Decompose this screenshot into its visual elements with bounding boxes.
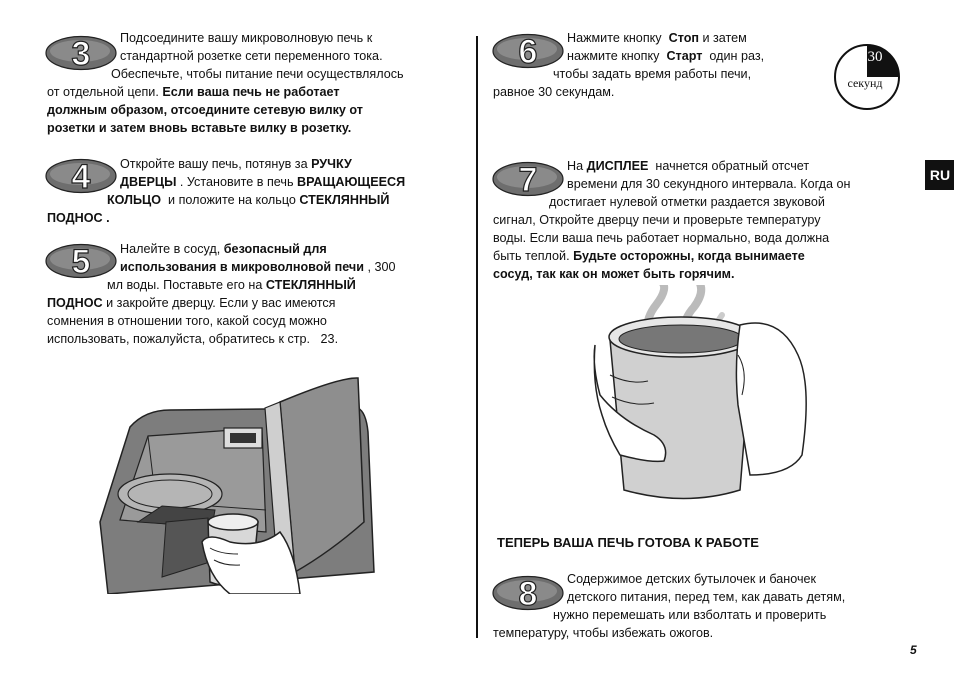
step-6-number: 6 [519, 33, 538, 69]
step-7-text-line: сигнал, Откройте дверцу печи и проверьте… [493, 213, 821, 227]
ready-heading: ТЕПЕРЬ ВАША ПЕЧЬ ГОТОВА К РАБОТЕ [497, 535, 759, 550]
timer-unit: секунд [848, 76, 883, 90]
step-4-text: Откройте вашу печь, потянув за [120, 157, 312, 171]
step-5-text-line: сомнения в отношении того, какой сосуд м… [47, 314, 327, 328]
step-8-text-line: детского питания, перед тем, как давать … [567, 590, 846, 604]
step-5-text: Налейте в сосуд, [120, 242, 224, 256]
step-4-text: . Установите в печь [176, 175, 298, 189]
step-7-warning: Будьте осторожны, когда вынимаете [573, 249, 805, 263]
step-6-text: Нажмите кнопку [567, 31, 669, 45]
step-7-warning-line: сосуд, так как он может быть горячим. [493, 267, 735, 281]
microwave-illustration [99, 377, 375, 594]
step-5-number: 5 [72, 243, 91, 279]
step-7-badge: 7 [491, 160, 565, 200]
step-3-text-line: Подсоедините вашу микроволновую печь к [120, 31, 373, 45]
timer-value: 30 [868, 49, 883, 65]
step-3-warning-line: должным образом, отсоедините сетевую вил… [47, 103, 363, 117]
step-4-text-line: ДВЕРЦЫ . Установите в печь ВРАЩАЮЩЕЕСЯ [120, 173, 405, 191]
step-6-text: и затем [699, 31, 747, 45]
timer-dial-icon: 30 секунд [834, 44, 900, 110]
step-6-text: нажмите кнопку [567, 49, 667, 63]
step-4-number: 4 [72, 158, 91, 194]
step-4-term: РУЧКУ [311, 157, 352, 171]
step-8-number: 8 [519, 575, 538, 611]
step-3-text-line: стандартной розетке сети переменного ток… [120, 49, 383, 63]
step-6-text-line: нажмите кнопку Старт один раз, [567, 47, 764, 65]
step-8-text-line: Содержимое детских бутылочек и баночек [567, 572, 817, 586]
step-7-text: начнется обратный отсчет [648, 159, 810, 173]
step-6-text-line: Нажмите кнопку Стоп и затем [567, 29, 747, 47]
step-7-text: быть теплой. [493, 249, 574, 263]
step-6-text-line: чтобы задать время работы печи, [553, 67, 752, 81]
step-4-term: ВРАЩАЮЩЕЕСЯ [297, 175, 406, 189]
stop-button-label: Стоп [668, 31, 699, 45]
step-8-text-line: температуру, чтобы избежать ожогов. [493, 626, 714, 640]
step-7-text-line: На ДИСПЛЕЕ начнется обратный отсчет [567, 157, 809, 175]
language-tab: RU [925, 160, 954, 190]
step-5-text: и закройте дверцу. Если у вас имеются [102, 296, 336, 310]
step-5-term: использования в микроволновой печи [120, 260, 364, 274]
step-4-text: и положите на кольцо [161, 193, 300, 207]
step-4-term: СТЕКЛЯННЫЙ [299, 193, 390, 207]
step-8-badge: 8 [491, 574, 565, 614]
step-6-text-line: равное 30 секундам. [493, 85, 615, 99]
start-button-label: Старт [666, 49, 703, 63]
step-3-text: от отдельной цепи. [47, 85, 163, 99]
step-5-text: мл воды. Поставьте его на [107, 278, 266, 292]
column-divider [476, 36, 478, 638]
step-7-text-line: воды. Если ваша печь работает нормально,… [493, 231, 830, 245]
step-5-term: СТЕКЛЯННЫЙ [265, 278, 356, 292]
step-7-term: ДИСПЛЕЕ [586, 159, 649, 173]
step-6-text: один раз, [702, 49, 765, 63]
step-4-text-line: Откройте вашу печь, потянув за РУЧКУ [120, 155, 352, 173]
step-4-text-line: КОЛЬЦО и положите на кольцо СТЕКЛЯННЫЙ [107, 191, 389, 209]
step-5-text-line: использования в микроволновой печи , 300 [120, 258, 396, 276]
step-5-term: безопасный для [223, 242, 327, 256]
page-number: 5 [910, 643, 917, 657]
step-7-number: 7 [519, 161, 538, 197]
step-3-number: 3 [72, 35, 91, 71]
step-3-badge: 3 [44, 34, 118, 74]
step-5-text-line: ПОДНОС и закройте дверцу. Если у вас име… [47, 294, 335, 312]
step-5-badge: 5 [44, 242, 118, 282]
step-5-text-line: мл воды. Поставьте его на СТЕКЛЯННЫЙ [107, 276, 356, 294]
step-5-text-line: использовать, пожалуйста, обратитесь к с… [47, 332, 339, 346]
step-5-term: ПОДНОС [47, 296, 103, 310]
step-5-text-line: Налейте в сосуд, безопасный для [120, 240, 327, 258]
step-7-text-line: достигает нулевой отметки раздается звук… [549, 195, 825, 209]
step-4-term: КОЛЬЦО [107, 193, 162, 207]
step-7-text-line: времени для 30 секундного интервала. Ког… [567, 177, 851, 191]
step-3-text-line: Обеспечьте, чтобы питание печи осуществл… [111, 67, 404, 81]
step-7-text-line: быть теплой. Будьте осторожны, когда вын… [493, 247, 805, 265]
step-4-term: ДВЕРЦЫ [120, 175, 177, 189]
step-5-text: , 300 [364, 260, 396, 274]
step-4-badge: 4 [44, 157, 118, 197]
hot-cup-illustration [593, 285, 807, 500]
step-4-term-line: ПОДНОС . [47, 211, 110, 225]
step-8-text-line: нужно перемешать или взболтать и провери… [553, 608, 827, 622]
step-3-warning-line: розетки и затем вновь вставьте вилку в р… [47, 121, 352, 135]
step-3-warning: Если ваша печь не работает [162, 85, 340, 99]
step-6-badge: 6 [491, 32, 565, 72]
step-7-text: На [567, 159, 587, 173]
step-3-text-line: от отдельной цепи. Если ваша печь не раб… [47, 83, 340, 101]
